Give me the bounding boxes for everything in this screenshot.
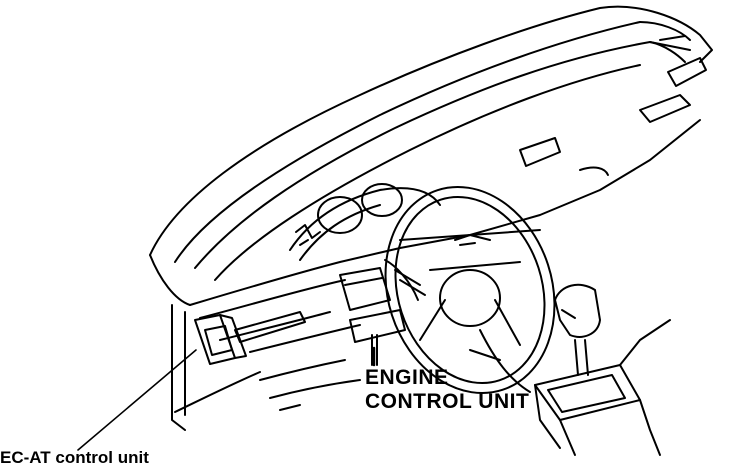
lower-console (259, 329, 531, 411)
ec-at-control-unit-box (194, 314, 247, 365)
right-vents (519, 35, 707, 176)
shift-console (534, 319, 671, 456)
dashboard-top-pad (149, 5, 713, 306)
steering-wheel (384, 185, 556, 395)
instrument-cluster (289, 183, 441, 261)
ec-at-control-unit-label: EC-AT control unit (0, 448, 149, 467)
leader-lines (77, 346, 376, 451)
engine-control-unit-label-line2: CONTROL UNIT (365, 390, 530, 413)
ecu-area (339, 259, 426, 366)
dashboard-face (171, 119, 701, 431)
engine-control-unit-label-line1: ENGINE (365, 366, 449, 389)
gear-shifter (554, 283, 601, 376)
